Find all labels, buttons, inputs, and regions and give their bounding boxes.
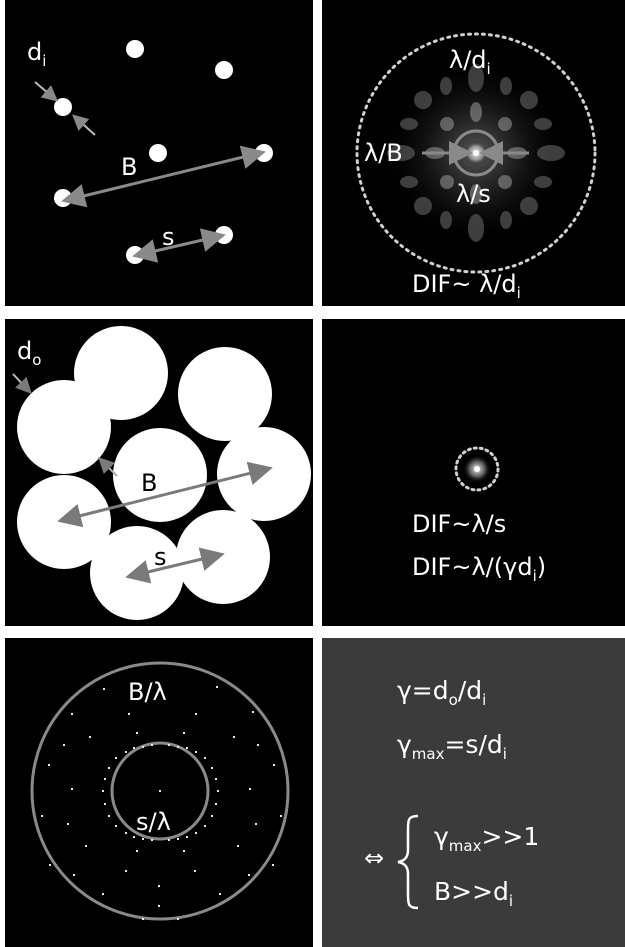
sub-aperture (215, 61, 233, 79)
s-over-lambda-label: s/λ (136, 808, 171, 836)
uv-samples (41, 686, 282, 920)
dif-lambda-gamma-di-label: DIF~λ/(γdi) (412, 553, 547, 585)
gamma-max-definition: γmax=s/di (397, 730, 507, 763)
psf-peak (473, 150, 479, 156)
densified-psf-figure (454, 446, 500, 492)
B-label: B (121, 153, 138, 181)
do-arrow (12, 373, 32, 394)
s-spacing-arrow-densified (125, 547, 225, 584)
di-label: di (27, 38, 47, 70)
densified-sub-aperture (176, 510, 270, 604)
lambda-di-ring (355, 32, 597, 274)
densified-sub-aperture (217, 427, 311, 521)
s-label-densified: s (154, 543, 167, 571)
lambda-s-label: λ/s (456, 180, 491, 208)
sub-aperture (54, 98, 72, 116)
di-arrow-lower (72, 114, 96, 136)
dif-lambda-s-label: DIF~λ/s (412, 510, 507, 538)
lambda-di-label: λ/di (449, 46, 491, 78)
gamma-definition: γ=do/di (397, 676, 487, 709)
B-over-lambda-ring (30, 661, 290, 921)
B-over-lambda-label: B/λ (128, 678, 167, 706)
densified-aperture-figure (12, 326, 311, 620)
iff-icon: ⇔ (364, 844, 385, 872)
panel-sparse-aperture: di B s (5, 0, 313, 306)
s-label: s (162, 223, 175, 251)
dif-sparse-label: DIF~ λ/di (412, 270, 521, 302)
lambda-B-label: λ/B (364, 139, 403, 167)
condition-gamma-max: γmax>>1 (434, 822, 540, 855)
uv-coverage-figure (30, 661, 290, 921)
left-brace (397, 814, 419, 910)
densified-dif-ring (454, 446, 500, 492)
panel-densified-psf: DIF~λ/s DIF~λ/(γdi) (322, 319, 625, 626)
di-arrow-upper (34, 81, 59, 102)
densified-sub-aperture (178, 347, 272, 441)
sub-aperture (149, 144, 167, 162)
panel-densified-aperture: do B s (5, 319, 313, 626)
speckle-ring-outer (387, 64, 565, 242)
sparse-aperture-figure (34, 40, 273, 264)
densified-psf-peak (474, 466, 480, 472)
B-baseline-arrow (61, 145, 266, 208)
sub-aperture (126, 40, 144, 58)
panel-summary: γ=do/di γmax=s/di ⇔ γmax>>1 B>>di (322, 638, 625, 947)
densified-sub-aperture (17, 380, 111, 474)
do-label: do (17, 337, 42, 369)
panel-sparse-psf: λ/di λ/B λ/s DIF~ λ/di (322, 0, 625, 306)
panel-uv-coverage: B/λ s/λ (5, 638, 313, 947)
s-over-lambda-ring (110, 741, 210, 841)
sparse-psf-figure (355, 32, 597, 274)
densified-sub-aperture (113, 428, 207, 522)
densified-sub-aperture (90, 526, 184, 620)
B-label-densified: B (141, 469, 158, 497)
s-spacing-arrow (132, 228, 226, 263)
B-baseline-arrow-densified (57, 461, 273, 528)
condition-B-di: B>>di (434, 877, 514, 910)
